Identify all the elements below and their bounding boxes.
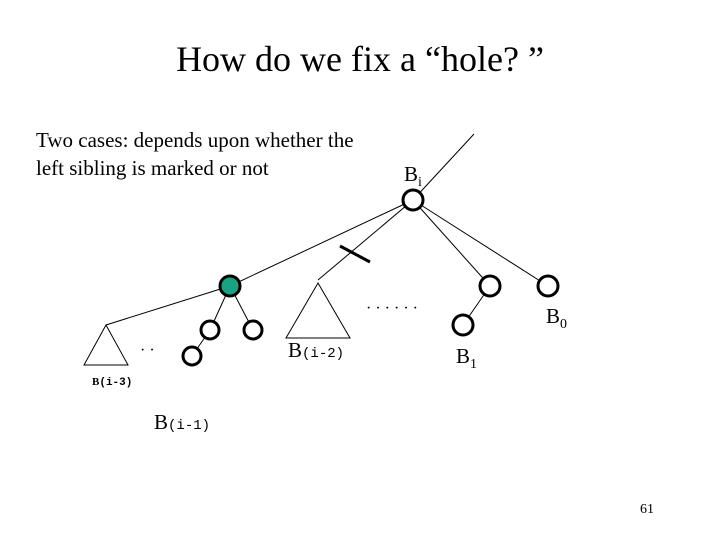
node-b-i-minus-1-marked — [218, 274, 242, 298]
subtree-b-i-minus-3-triangle — [83, 323, 129, 366]
label-b-i-minus-1: B(i-1) — [154, 410, 211, 434]
edge-bi-to-b-i-minus-1 — [229, 199, 414, 287]
node-child-c — [242, 319, 264, 341]
node-child-b — [199, 319, 221, 341]
ellipsis-left: · · — [140, 342, 155, 359]
node-b1-root — [478, 274, 502, 298]
label-b-i-minus-2: B(i-2) — [288, 338, 345, 362]
label-b1: B1 — [456, 344, 478, 373]
ellipsis-right: · · · · · · — [366, 300, 418, 317]
label-b0: B0 — [546, 304, 568, 333]
node-bi — [401, 188, 425, 212]
edge-b-i-minus-1-to-child-a — [105, 285, 231, 326]
node-b0 — [536, 274, 560, 298]
edge-bi-to-b-i-minus-2 — [317, 199, 414, 281]
subtree-b-i-minus-2-triangle — [285, 282, 351, 339]
edge-bi-to-b0 — [412, 199, 549, 287]
hole-cut-mark — [339, 244, 371, 264]
slide-title: How do we fix a “hole? ” — [176, 39, 544, 79]
node-grandchild — [181, 345, 203, 367]
label-b-i-minus-3: B(i-3) — [92, 376, 133, 389]
node-b1-child — [451, 313, 475, 337]
page-number: 61 — [640, 502, 654, 517]
edge-bi-to-b1 — [412, 199, 491, 287]
description-text: Two cases: depends upon whether the left… — [36, 128, 354, 180]
label-bi: Bi — [404, 162, 422, 191]
edge-parent-to-bi — [412, 133, 475, 201]
